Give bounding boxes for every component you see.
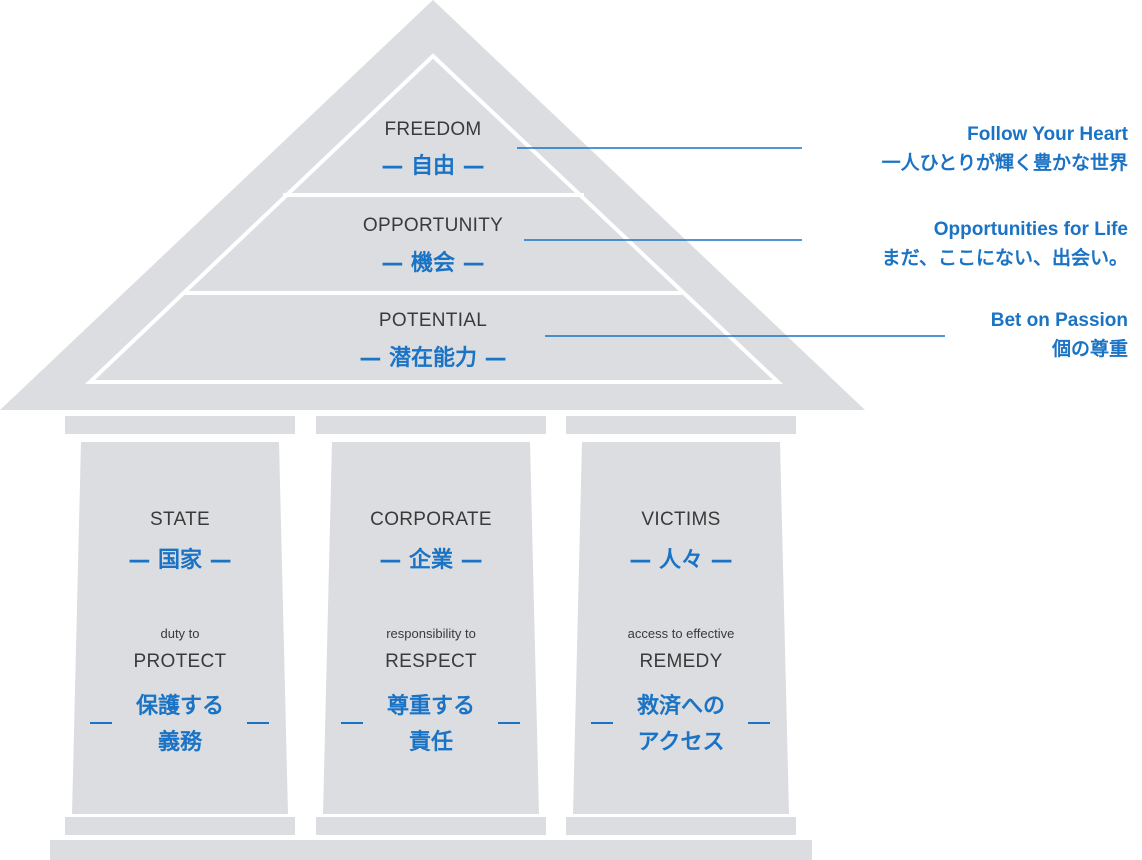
- tier-freedom-en: FREEDOM: [384, 119, 482, 140]
- tier-potential-jp: — 潜在能力 —: [359, 346, 507, 371]
- pillar-1-shaft: [72, 442, 288, 814]
- pillar-1-small: duty to: [160, 626, 200, 641]
- pillar-2-capital: [316, 416, 546, 434]
- pillar-2-title-en: CORPORATE: [370, 509, 492, 530]
- side-label-3: Bet on Passion 個の尊重: [991, 307, 1128, 363]
- tier-potential-en: POTENTIAL: [378, 310, 488, 331]
- pillar-1-title-en: STATE: [150, 509, 210, 530]
- pillar-3-title-jp: — 人々 —: [629, 548, 733, 573]
- pillar-2-small: responsibility to: [386, 626, 476, 641]
- pillar-3-title-en: VICTIMS: [641, 509, 721, 530]
- pillar-2-title-jp: — 企業 —: [379, 548, 483, 573]
- pillar-3-dash-right: [748, 722, 770, 724]
- pillar-2-duty-jp-2: 責任: [408, 730, 454, 755]
- side-label-1-title: Follow Your Heart: [967, 124, 1128, 145]
- side-label-3-sub: 個の尊重: [1051, 338, 1128, 360]
- side-label-3-title: Bet on Passion: [990, 310, 1128, 331]
- roof-inner-outline: [84, 53, 784, 384]
- pillar-3-capital: [566, 416, 796, 434]
- side-label-2-sub: まだ、ここにない、出会い。: [881, 247, 1128, 269]
- pillar-3-duty-jp-2: アクセス: [637, 730, 725, 755]
- pillar-3-base: [566, 817, 796, 835]
- side-label-2-title: Opportunities for Life: [933, 219, 1128, 240]
- pillar-3-duty-jp-1: 救済への: [636, 694, 726, 719]
- tier-opportunity-jp: — 機会 —: [381, 251, 485, 276]
- side-label-1-sub: 一人ひとりが輝く豊かな世界: [881, 152, 1128, 174]
- pillar-2-duty-jp-1: 尊重する: [386, 694, 476, 719]
- pillar-1-duty-jp-2: 義務: [157, 730, 203, 755]
- pillar-1-duty-jp-1: 保護する: [135, 694, 225, 719]
- pillar-2-shaft: [323, 442, 539, 814]
- pillar-2-duty-en: RESPECT: [385, 651, 477, 672]
- pillar-3-duty-en: REMEDY: [639, 651, 723, 672]
- pillar-1-capital: [65, 416, 295, 434]
- pillar-3-small: access to effective: [627, 626, 735, 641]
- pillar-2-dash-right: [498, 722, 520, 724]
- side-label-1: Follow Your Heart 一人ひとりが輝く豊かな世界: [882, 121, 1128, 177]
- pillar-3-dash-left: [591, 722, 613, 724]
- pillar-2-base: [316, 817, 546, 835]
- tier-freedom-jp: — 自由 —: [381, 154, 485, 179]
- pillar-1-base: [65, 817, 295, 835]
- pillar-1-title-jp: — 国家 —: [128, 548, 232, 573]
- pillar-1-duty-en: PROTECT: [133, 651, 227, 672]
- pillar-1-dash-right: [247, 722, 269, 724]
- pillar-1-dash-left: [90, 722, 112, 724]
- tier-opportunity-en: OPPORTUNITY: [362, 215, 504, 236]
- foundation: [50, 840, 812, 860]
- pillar-2-dash-left: [341, 722, 363, 724]
- side-label-2: Opportunities for Life まだ、ここにない、出会い。: [882, 216, 1128, 272]
- pillar-3-shaft: [573, 442, 789, 814]
